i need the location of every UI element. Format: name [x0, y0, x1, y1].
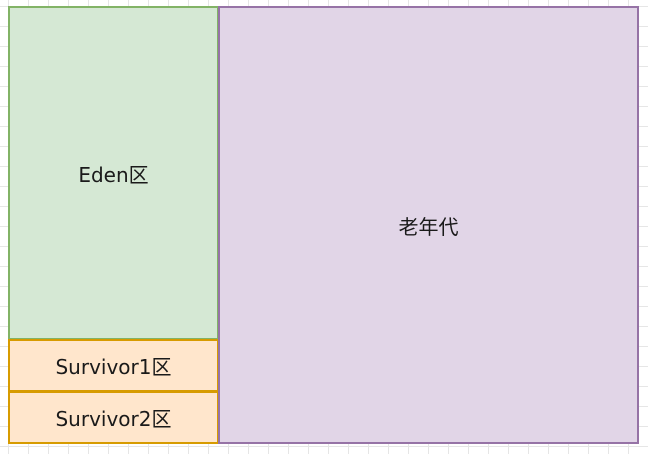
old-generation-label: 老年代 — [398, 214, 459, 239]
survivor1-label: Survivor1区 — [55, 355, 172, 379]
survivor1-region[interactable]: Survivor1区 — [8, 339, 219, 392]
survivor2-region[interactable]: Survivor2区 — [8, 391, 219, 444]
eden-label: Eden区 — [78, 162, 149, 187]
eden-region[interactable]: Eden区 — [8, 6, 219, 340]
survivor2-label: Survivor2区 — [55, 407, 172, 431]
old-generation-region[interactable]: 老年代 — [218, 6, 639, 444]
